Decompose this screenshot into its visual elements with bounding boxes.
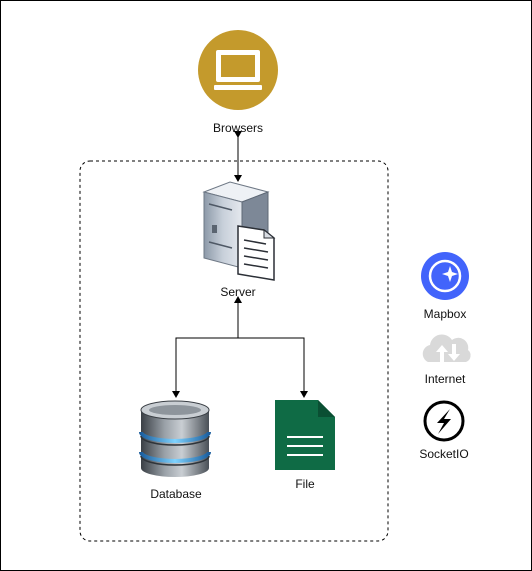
monitor-icon — [198, 30, 278, 110]
cloud-icon — [422, 334, 471, 362]
database-icon — [139, 400, 211, 477]
socketio-icon — [423, 400, 465, 442]
legend-label-socketio: SocketIO — [419, 447, 469, 461]
legend-label-mapbox: Mapbox — [423, 307, 467, 321]
server-icon — [202, 181, 276, 281]
file-icon — [275, 400, 335, 470]
database-label: Database — [150, 487, 202, 501]
mapbox-icon — [421, 252, 469, 300]
legend-label-internet: Internet — [424, 372, 466, 386]
edge-server-children — [172, 296, 308, 398]
browsers-label: Browsers — [212, 121, 264, 135]
file-label: File — [295, 477, 315, 491]
server-label: Server — [220, 285, 256, 299]
